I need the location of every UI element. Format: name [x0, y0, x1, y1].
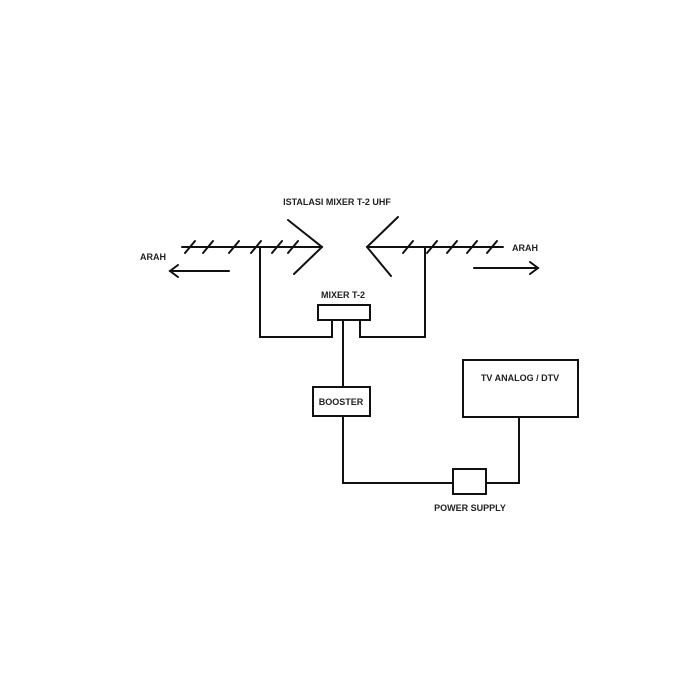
antenna-element — [486, 240, 498, 254]
antenna-element — [446, 240, 458, 254]
power-supply-label: POWER SUPPLY — [434, 503, 506, 513]
left-direction-label: ARAH — [140, 252, 166, 262]
power-tv-cable — [485, 416, 520, 484]
left-antenna-cable — [259, 246, 333, 338]
right-direction-arrow — [473, 261, 540, 275]
antenna-element — [228, 240, 240, 254]
tv-box — [462, 359, 579, 418]
left-antenna — [181, 219, 324, 275]
diagram-title: ISTALASI MIXER T-2 UHF — [283, 197, 391, 207]
antenna-element — [271, 240, 283, 254]
tv-label: TV ANALOG / DTV — [481, 373, 559, 383]
power-supply-box — [452, 468, 487, 495]
mixer-box — [317, 304, 371, 321]
mixer-label: MIXER T-2 — [321, 290, 365, 300]
right-antenna — [365, 216, 504, 277]
antenna-element — [202, 240, 214, 254]
booster-box — [312, 386, 371, 417]
antenna-element — [466, 240, 478, 254]
antenna-element — [287, 240, 299, 254]
antenna-element — [402, 240, 414, 254]
left-direction-arrow — [168, 264, 230, 278]
booster-label: BOOSTER — [319, 397, 364, 407]
antenna-element — [426, 240, 438, 254]
antenna-element — [250, 240, 262, 254]
right-antenna-cable — [359, 246, 426, 338]
booster-power-cable — [342, 415, 454, 484]
right-direction-label: ARAH — [512, 243, 538, 253]
antenna-element — [184, 240, 196, 254]
